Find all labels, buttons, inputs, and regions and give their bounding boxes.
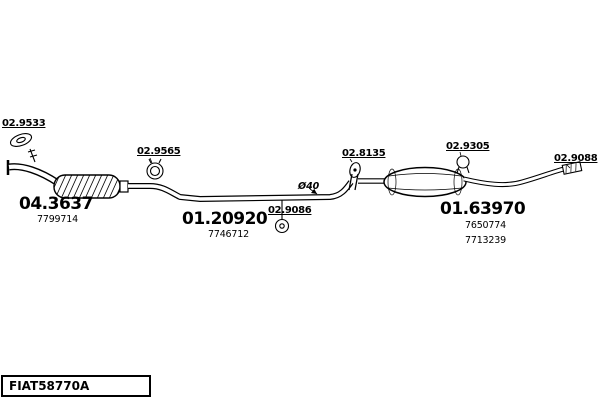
part-code-front-gasket: 02.9533 — [2, 118, 46, 129]
tailpipe-shape — [463, 161, 583, 188]
part-ref-rear-silencer: 7650774 — [465, 220, 506, 231]
pipe-diameter-note: Ø40 — [298, 181, 320, 192]
front-clamp-icon — [146, 158, 164, 180]
drawing-id-box: FIAT58770A — [1, 375, 151, 397]
part-code-rear-silencer: 01.63970 — [440, 199, 526, 219]
downpipe-shape — [6, 160, 60, 186]
centre-pipe-shape — [128, 180, 354, 203]
diameter-arrow — [309, 188, 318, 195]
front-gasket-icon — [9, 133, 38, 163]
tail-hanger-leader — [566, 164, 571, 169]
centre-hanger-icon — [274, 200, 290, 234]
flange-joint-shape — [348, 173, 359, 191]
rear-silencer-shape — [358, 166, 467, 198]
part-ref-centre-pipe: 7746712 — [208, 229, 249, 240]
part-code-rear-clamp: 02.9305 — [446, 141, 490, 152]
drawing-id-label: FIAT58770A — [9, 379, 90, 393]
part-code-centre-pipe: 01.20920 — [182, 209, 268, 229]
part-ref-catalytic-converter: 7799714 — [37, 214, 78, 225]
joint-gasket-icon — [349, 162, 361, 178]
rear-clamp-icon — [456, 155, 470, 174]
part-code-centre-hanger: 02.9086 — [268, 205, 312, 216]
part-code-front-clamp: 02.9565 — [137, 146, 181, 157]
part-code-joint-gasket: 02.8135 — [342, 148, 386, 159]
part-code-tail-hanger: 02.9088 — [554, 153, 598, 164]
part-code-catalytic-converter: 04.3637 — [19, 194, 93, 214]
part-ref2-rear-silencer: 7713239 — [465, 235, 506, 246]
